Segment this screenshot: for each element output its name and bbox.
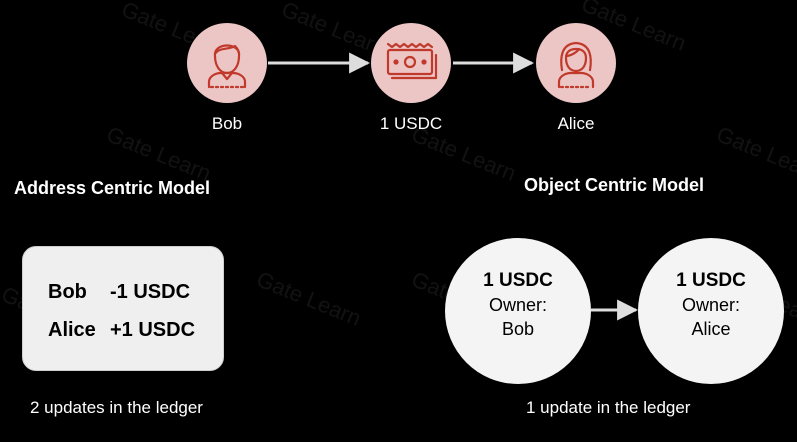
- sender-label: Bob: [211, 114, 243, 133]
- address-model-title: Address Centric Model: [14, 178, 211, 198]
- ledger-row-change: -1 USDC: [110, 281, 191, 303]
- object-amount: 1 USDC: [483, 270, 553, 291]
- asset-icon-group: [371, 23, 451, 103]
- ledger-row-alice: Alice +1 USDC: [48, 319, 195, 342]
- watermark: Gate Learn: [253, 266, 364, 330]
- watermark: Gate Learn: [713, 121, 797, 185]
- bob-icon-group: [187, 23, 267, 103]
- alice-icon-circle: [536, 23, 616, 103]
- object-before-circle: 1 USDC Owner: Bob: [445, 238, 591, 384]
- object-owner-label: Owner:: [488, 295, 548, 315]
- receiver-label: Alice: [557, 114, 595, 133]
- object-after-circle: 1 USDC Owner: Alice: [638, 238, 784, 384]
- asset-label: 1 USDC: [379, 114, 443, 133]
- person-female-icon: [557, 41, 595, 89]
- ledger-box: Bob -1 USDC Alice +1 USDC: [22, 246, 224, 371]
- alice-icon-group: [536, 23, 616, 103]
- banknote-icon: [386, 42, 438, 80]
- asset-icon-circle: [371, 23, 451, 103]
- ledger-row-change: +1 USDC: [110, 319, 196, 341]
- object-model-caption: 1 update in the ledger: [526, 398, 691, 417]
- object-owner-name: Bob: [501, 319, 535, 339]
- object-model-title: Object Centric Model: [524, 175, 705, 195]
- ledger-row-name: Alice: [48, 319, 96, 341]
- object-owner-name: Alice: [691, 319, 731, 339]
- ledger-row-name: Bob: [48, 281, 87, 303]
- object-owner-label: Owner:: [681, 295, 741, 315]
- bob-icon-circle: [187, 23, 267, 103]
- person-male-icon: [207, 44, 247, 89]
- object-amount: 1 USDC: [676, 270, 746, 291]
- address-model-caption: 2 updates in the ledger: [30, 398, 203, 417]
- ledger-row-bob: Bob -1 USDC: [48, 281, 190, 304]
